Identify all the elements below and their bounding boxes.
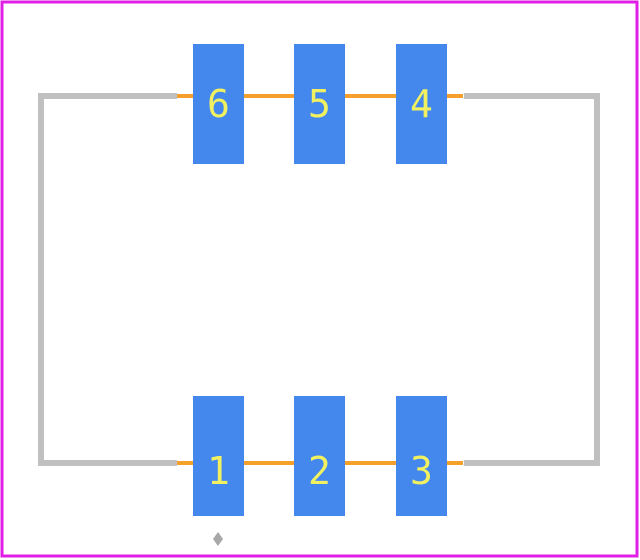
pad-number-label: 3 <box>410 449 433 493</box>
pad-4[interactable]: 4 <box>396 44 447 164</box>
pad-rect <box>294 396 345 516</box>
pad-6[interactable]: 6 <box>193 44 244 164</box>
pad-layer: 1 2 3 4 5 6 <box>193 44 447 516</box>
pad-number-label: 2 <box>308 449 331 493</box>
pad-number-label: 1 <box>207 449 230 493</box>
pad-rect <box>294 44 345 164</box>
diamond-icon <box>213 532 223 546</box>
pad-5[interactable]: 5 <box>294 44 345 164</box>
silkscreen-left-bracket <box>38 93 177 466</box>
pad-number-label: 5 <box>308 82 331 126</box>
pad-2[interactable]: 2 <box>294 396 345 516</box>
pad-rect <box>396 396 447 516</box>
silkscreen-right-bracket <box>464 93 600 466</box>
pad-rect <box>193 396 244 516</box>
pad-1[interactable]: 1 <box>193 396 244 516</box>
pad-number-label: 6 <box>207 82 230 126</box>
silkscreen-outline <box>38 93 600 466</box>
pad-rect <box>193 44 244 164</box>
pad-rect <box>396 44 447 164</box>
pad-number-label: 4 <box>410 82 433 126</box>
pad-3[interactable]: 3 <box>396 396 447 516</box>
